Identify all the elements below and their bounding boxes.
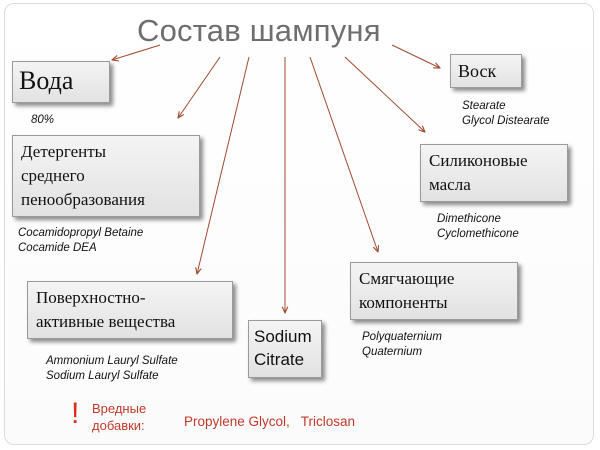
softeners-example-1: Polyquaternium <box>362 331 442 343</box>
surfactants-box: Поверхностно- активные вещества <box>27 281 233 339</box>
silicones-example-2: Cyclomethicone <box>437 228 519 240</box>
sodium-citrate-line-1: Sodium <box>254 327 312 346</box>
wax-box: Воск <box>450 54 522 88</box>
silicones-examples: Dimethicone Cyclomethicone <box>437 212 519 242</box>
arrow-to-softeners <box>309 56 378 252</box>
water-box: Вода <box>12 61 110 103</box>
wax-label: Воск <box>458 61 497 81</box>
wax-example-1: Stearate <box>462 100 506 112</box>
harmful-items: Propylene Glycol, Triclosan <box>184 414 356 429</box>
surfactants-line-1: Поверхностно- <box>36 288 146 307</box>
harmful-label: Вредные добавки: <box>92 400 146 434</box>
sodium-citrate-box: Sodium Citrate <box>248 320 322 378</box>
detergents-line-1: Детергенты <box>21 142 107 161</box>
detergents-box: Детергенты среднего пенообразования <box>12 135 200 217</box>
arrow-to-silicones <box>344 56 425 132</box>
softeners-line-1: Смягчающие <box>359 269 455 288</box>
silicones-example-1: Dimethicone <box>437 213 501 225</box>
harmful-label-line-1: Вредные <box>92 401 147 416</box>
softeners-box: Смягчающие компоненты <box>350 262 518 320</box>
water-label: Вода <box>19 66 74 95</box>
warning-icon: ! <box>71 397 80 430</box>
surfactants-line-2: активные вещества <box>36 312 176 331</box>
softeners-line-2: компоненты <box>359 293 448 312</box>
arrow-to-detergents <box>178 56 221 118</box>
wax-examples: Stearate Glycol Distearate <box>462 99 550 129</box>
arrow-to-surfactants <box>197 56 250 274</box>
detergents-example-2: Cocamide DEA <box>18 242 97 254</box>
wax-example-2: Glycol Distearate <box>462 115 550 127</box>
water-examples: 80% <box>31 113 54 128</box>
detergents-examples: Cocamidopropyl Betaine Cocamide DEA <box>18 226 143 256</box>
softeners-examples: Polyquaternium Quaternium <box>362 330 442 360</box>
silicones-line-1: Силиконовые <box>429 151 528 170</box>
sodium-citrate-line-2: Citrate <box>254 350 305 369</box>
silicones-box: Силиконовые масла <box>420 144 568 202</box>
arrow-to-wax <box>391 44 440 68</box>
surfactants-example-2: Sodium Lauryl Sulfate <box>46 370 159 382</box>
detergents-line-3: пенообразования <box>21 190 145 209</box>
water-percent: 80% <box>31 114 55 126</box>
detergents-example-1: Cocamidopropyl Betaine <box>18 227 144 239</box>
softeners-example-2: Quaternium <box>362 346 423 358</box>
silicones-line-2: масла <box>429 175 471 194</box>
harmful-label-line-2: добавки: <box>92 418 145 433</box>
detergents-line-2: среднего <box>21 166 85 185</box>
arrow-to-water <box>112 44 161 60</box>
surfactants-examples: Ammonium Lauryl Sulfate Sodium Lauryl Su… <box>46 354 178 384</box>
surfactants-example-1: Ammonium Lauryl Sulfate <box>46 355 178 367</box>
diagram-title: Состав шампуня <box>137 13 381 48</box>
